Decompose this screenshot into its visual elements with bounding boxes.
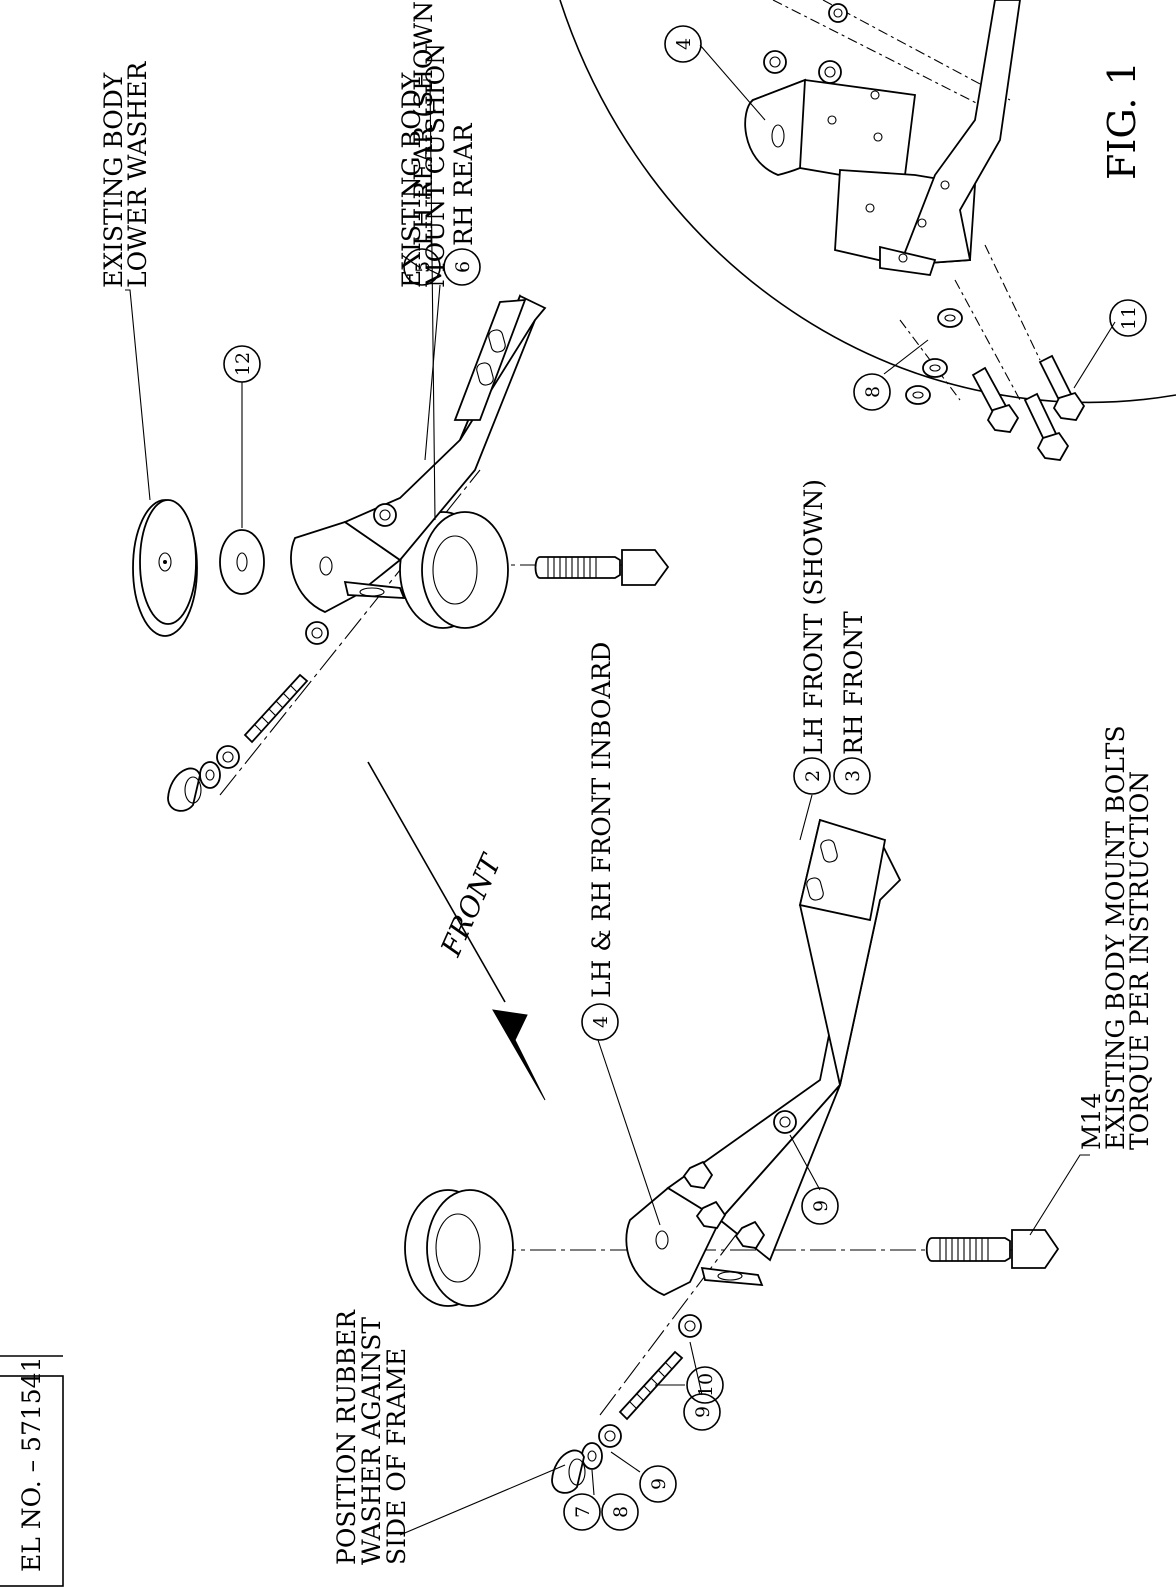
svg-text:5: 5 — [412, 261, 434, 273]
label-existing-body-lower-washer-1: EXISTING BODY — [99, 72, 128, 288]
label-lh-rh-front-inboard: LH & RH FRONT INBOARD — [587, 642, 616, 998]
label-position-rubber-washer-2: WASHER AGAINST — [357, 1317, 386, 1565]
balloon-9-right: 9 — [801, 1187, 839, 1225]
svg-text:3: 3 — [842, 770, 864, 782]
balloon-2: 2 — [793, 757, 831, 795]
svg-text:9: 9 — [648, 1478, 670, 1490]
balloon-4-detail: 4 — [664, 25, 702, 63]
body-lower-washer — [132, 499, 198, 637]
label-existing-body-lower-washer-2: LOWER WASHER — [123, 61, 152, 288]
label-lh-front: LH FRONT (SHOWN) — [799, 479, 828, 755]
label-m14: M14 — [1077, 1093, 1106, 1150]
stud-rear — [167, 621, 329, 812]
front-body-mount-cushion — [404, 1189, 514, 1307]
balloon-9-left: 9 — [639, 1465, 677, 1503]
label-existing-body-mount-cushion-2: MOUNT CUSHION — [421, 43, 450, 288]
label-rh-rear: RH REAR — [449, 122, 478, 246]
balloon-7: 7 — [563, 1493, 601, 1531]
stud-front — [551, 1314, 702, 1494]
detail-view — [559, 0, 1176, 461]
front-arrow-label: FRONT — [434, 848, 509, 962]
balloon-5: 5 — [403, 248, 441, 286]
front-bracket — [625, 818, 902, 1296]
svg-text:12: 12 — [232, 352, 254, 376]
balloon-6: 6 — [443, 248, 481, 286]
svg-text:9: 9 — [810, 1200, 832, 1212]
label-existing-body-mount-bolts: EXISTING BODY MOUNT BOLTS — [1101, 725, 1130, 1150]
figure-label: FIG. 1 — [1100, 61, 1144, 180]
rear-bracket — [290, 294, 547, 613]
body-mount-bolt-rear — [534, 549, 670, 586]
label-torque-per-instruction: TORQUE PER INSTRUCTION — [1125, 771, 1154, 1150]
svg-text:4: 4 — [673, 38, 695, 50]
front-assembly — [399, 794, 1090, 1536]
body-mount-bolt-front — [925, 1229, 1060, 1269]
label-lh-rear: LH REAR (SHOWN) — [409, 0, 438, 246]
svg-text:11: 11 — [1118, 306, 1140, 330]
body-mount-cushion — [399, 511, 509, 629]
balloon-12: 12 — [223, 345, 261, 383]
balloon-8: 8 — [601, 1493, 639, 1531]
front-direction-arrow — [367, 761, 546, 1101]
balloon-9-center: 9 — [683, 1393, 721, 1431]
svg-text:8: 8 — [862, 386, 884, 398]
label-position-rubber-washer-1: POSITION RUBBER — [332, 1309, 361, 1565]
balloon-3: 3 — [833, 757, 871, 795]
balloon-11-detail: 11 — [1109, 299, 1147, 337]
svg-text:2: 2 — [802, 770, 824, 782]
svg-text:10: 10 — [695, 1373, 717, 1397]
washer-12 — [219, 529, 265, 595]
svg-text:4: 4 — [590, 1016, 612, 1028]
balloon-10: 10 — [686, 1366, 724, 1404]
title-block: EL NO. – 571541 — [0, 1355, 64, 1587]
model-number: EL NO. – 571541 — [17, 1357, 46, 1572]
svg-text:8: 8 — [610, 1506, 632, 1518]
rear-assembly — [125, 79, 670, 812]
svg-text:7: 7 — [572, 1506, 594, 1518]
label-position-rubber-washer-3: SIDE OF FRAME — [382, 1348, 411, 1565]
balloon-8-detail: 8 — [853, 373, 891, 411]
balloon-4-front: 4 — [581, 1003, 619, 1041]
label-rh-front: RH FRONT — [839, 611, 868, 755]
svg-text:6: 6 — [452, 261, 474, 273]
svg-text:9: 9 — [692, 1406, 714, 1418]
